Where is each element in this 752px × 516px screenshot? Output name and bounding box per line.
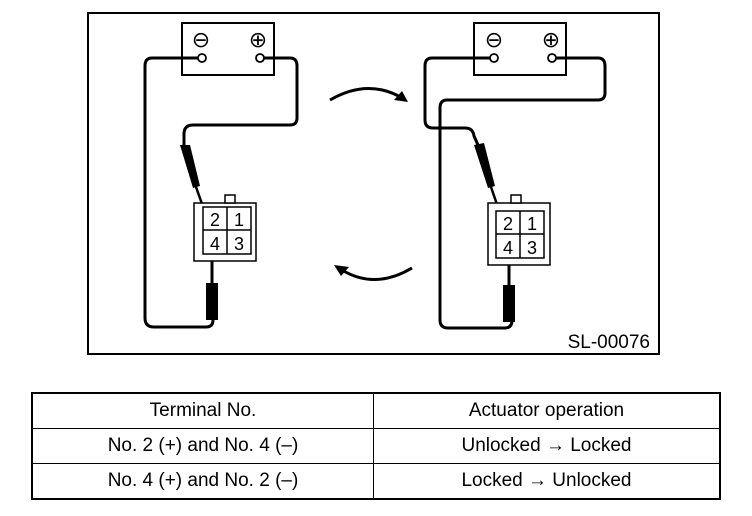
right-circuit: ⊖ ⊕ 2 1 4 3 xyxy=(423,22,607,330)
battery-left-negative-terminal xyxy=(197,53,207,63)
connector-left: 2 1 4 3 xyxy=(193,194,257,262)
connector-right-pin: 3 xyxy=(527,238,537,258)
battery-right: ⊖ ⊕ xyxy=(473,22,567,76)
table-header-row: Terminal No. Actuator operation xyxy=(31,392,721,429)
right-positive-lead xyxy=(438,56,607,330)
table-row: No. 2 (+) and No. 4 (–) Unlocked → Locke… xyxy=(31,428,721,464)
table-row: No. 4 (+) and No. 2 (–) Locked → Unlocke… xyxy=(31,463,721,500)
right-negative-lead xyxy=(423,56,490,120)
battery-right-negative-icon: ⊖ xyxy=(485,28,503,53)
connector-right-pin: 4 xyxy=(503,238,513,258)
connector-left-pin: 2 xyxy=(210,210,220,230)
left-negative-lead xyxy=(143,56,215,329)
connector-right-pin: 1 xyxy=(527,214,537,234)
right-negative-lead-lower xyxy=(423,119,480,146)
right-negative-probe xyxy=(474,143,495,188)
connector-left-pin: 4 xyxy=(210,234,220,254)
connector-left-pin: 3 xyxy=(234,234,244,254)
right-positive-probe xyxy=(503,285,515,322)
arrow-bottom xyxy=(341,266,413,281)
cell-terminal: No. 4 (+) and No. 2 (–) xyxy=(31,463,374,500)
connector-left-pin: 1 xyxy=(234,210,244,230)
left-positive-probe xyxy=(180,145,200,188)
battery-left-positive-icon: ⊕ xyxy=(249,28,267,53)
connector-right: 2 1 4 3 xyxy=(487,194,551,266)
arrow-top xyxy=(329,87,403,102)
battery-left: ⊖ ⊕ xyxy=(181,22,275,76)
battery-right-positive-icon: ⊕ xyxy=(542,28,560,53)
connector-right-pin: 2 xyxy=(503,214,513,234)
figure-code: SL-00076 xyxy=(568,332,650,353)
battery-left-negative-icon: ⊖ xyxy=(192,28,210,53)
header-actuator-operation: Actuator operation xyxy=(373,392,721,429)
header-terminal-no: Terminal No. xyxy=(31,392,374,429)
battery-right-negative-terminal xyxy=(489,53,499,63)
diagram-frame xyxy=(87,12,660,355)
wiring-diagram: ⊖ ⊕ 2 1 4 3 xyxy=(87,12,660,355)
battery-right-positive-terminal xyxy=(547,53,557,63)
terminal-operation-table: Terminal No. Actuator operation No. 2 (+… xyxy=(31,392,721,500)
left-circuit: ⊖ ⊕ 2 1 4 3 xyxy=(143,22,299,329)
cycle-arrows xyxy=(329,87,413,281)
battery-left-positive-terminal xyxy=(255,53,265,63)
cell-terminal: No. 2 (+) and No. 4 (–) xyxy=(31,428,374,464)
cell-operation: Unlocked → Locked xyxy=(373,428,721,464)
left-negative-probe xyxy=(206,283,218,320)
left-positive-lead xyxy=(182,56,299,145)
cell-operation: Locked → Unlocked xyxy=(373,463,721,500)
